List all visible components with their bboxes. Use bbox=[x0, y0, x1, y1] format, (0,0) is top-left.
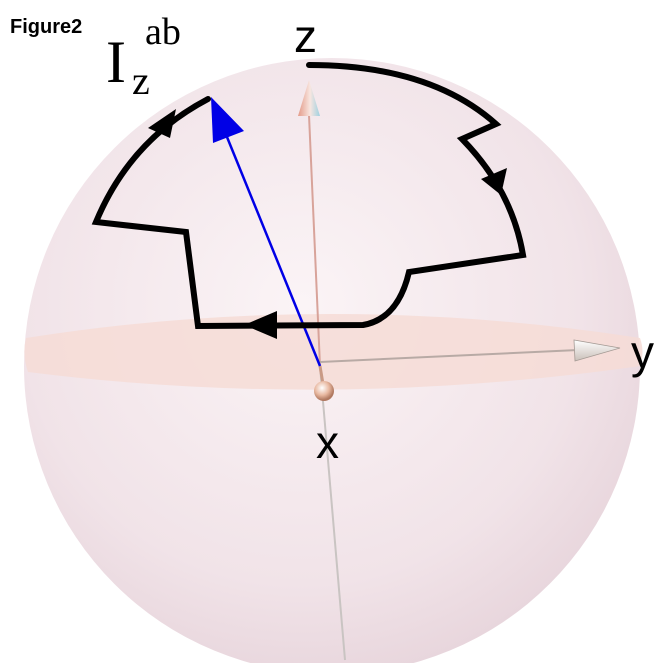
trajectory-path bbox=[91, 62, 527, 330]
x-axis-label: x bbox=[316, 416, 339, 468]
negative-z-shaft bbox=[319, 365, 346, 661]
operator-subscript: z bbox=[132, 58, 150, 103]
z-axis-arrowhead bbox=[298, 80, 320, 116]
y-axis-arrowhead bbox=[573, 339, 621, 362]
y-axis-label: y bbox=[631, 326, 654, 378]
path-arrow-bottom bbox=[244, 311, 277, 339]
path-arrow-upper-left bbox=[148, 109, 176, 138]
z-axis-label: z bbox=[294, 10, 317, 62]
y-axis-shaft bbox=[319, 349, 579, 363]
operator-superscript: ab bbox=[145, 11, 181, 53]
x-axis-tip-ball bbox=[314, 381, 334, 401]
path-arrow-right bbox=[481, 168, 507, 195]
figure-label: Figure2 bbox=[10, 16, 82, 38]
equator-band bbox=[24, 314, 643, 390]
magnetization-vector-head bbox=[211, 97, 244, 143]
x-axis-shaft bbox=[318, 365, 325, 385]
operator-symbol: I bbox=[106, 29, 126, 95]
